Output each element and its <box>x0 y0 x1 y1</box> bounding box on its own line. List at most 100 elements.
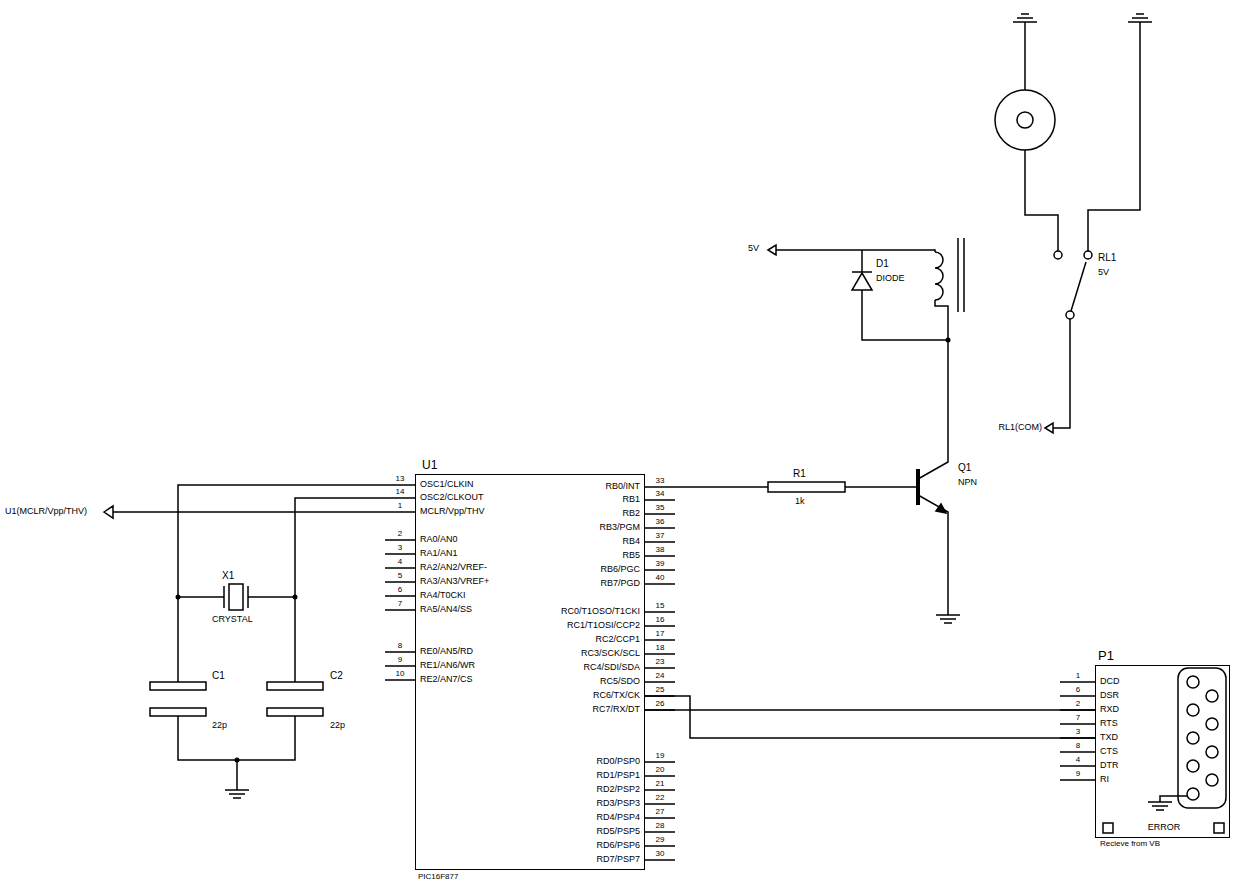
pin-name: RB0/INT <box>605 481 640 492</box>
pin-name: RB6/PGC <box>600 564 640 575</box>
collector-wire <box>918 340 948 479</box>
pin-number: 6 <box>398 585 402 595</box>
capacitor-plate <box>150 682 206 690</box>
db9-pin <box>1206 774 1218 786</box>
pin-number: 35 <box>656 503 665 513</box>
indicator-square <box>1103 823 1113 833</box>
pin-name: CTS <box>1100 746 1118 757</box>
db9-pin <box>1187 732 1199 744</box>
ground-symbol <box>225 790 249 798</box>
pin-name: DCD <box>1100 676 1120 687</box>
pin-name: RC7/RX/DT <box>592 704 640 715</box>
part-value: DIODE <box>876 273 905 284</box>
pin-name: RE1/AN6/WR <box>420 660 475 671</box>
pin-number: 16 <box>656 615 665 625</box>
db9-pins <box>1187 676 1218 800</box>
transistor-base <box>916 469 920 505</box>
pin-number: 18 <box>656 643 665 653</box>
pin-number: 39 <box>656 559 665 569</box>
ground-symbol <box>1148 802 1172 810</box>
ground-symbol <box>1013 14 1037 22</box>
relay-switch-arm <box>1071 262 1086 311</box>
ground-symbol <box>1128 14 1152 22</box>
relay-contact <box>1066 311 1074 319</box>
pin-number: 5 <box>398 571 402 581</box>
pin-name: RC0/T1OSO/T1CKI <box>561 606 640 617</box>
pin-name: RA1/AN1 <box>420 548 458 559</box>
pin-number: 4 <box>1076 755 1080 765</box>
pin-name: RA3/AN3/VREF+ <box>420 576 489 587</box>
signal-wire <box>645 696 1095 738</box>
pin-name: RB7/PGD <box>600 578 640 589</box>
db9-pin <box>1187 704 1199 716</box>
pin-name: RI <box>1100 774 1109 785</box>
resistor-symbol <box>768 482 845 492</box>
pin-number: 20 <box>656 765 665 775</box>
pin-name: RE0/AN5/RD <box>420 646 473 657</box>
ground-symbol <box>936 615 960 623</box>
pin-number: 30 <box>656 849 665 859</box>
pin-name: RB5 <box>622 550 640 561</box>
db9-pin <box>1187 760 1199 772</box>
terminal-flag <box>1045 423 1053 433</box>
pin-number: 17 <box>656 629 665 639</box>
pin-number: 34 <box>656 489 665 499</box>
contact-wire <box>1088 22 1140 251</box>
pin-name: RA0/AN0 <box>420 534 458 545</box>
db9-pin <box>1206 746 1218 758</box>
pin-number: 4 <box>398 557 402 567</box>
part-caption: Recieve from VB <box>1100 839 1160 848</box>
pin-name: RA4/T0CKI <box>420 590 466 601</box>
pin-number: 7 <box>398 599 402 609</box>
motor-symbol <box>1017 112 1033 128</box>
relay-contact <box>1084 251 1092 259</box>
serial-connector: P1Recieve from VB <box>1095 665 1230 838</box>
pin-number: 1 <box>1076 671 1080 681</box>
pin-name: RD3/PSP3 <box>596 798 640 809</box>
relay-core <box>958 238 964 312</box>
terminal-label: 5V <box>748 243 759 254</box>
part-caption: PIC16F877 <box>418 872 458 881</box>
part-label: C2 <box>330 670 343 682</box>
capacitor-plate <box>150 708 206 716</box>
pin-number: 36 <box>656 517 665 527</box>
part-value: NPN <box>958 477 977 488</box>
pin-number: 2 <box>1076 699 1080 709</box>
part-label: RL1 <box>1098 252 1116 264</box>
crystal-plate <box>224 586 248 608</box>
part-designator: U1 <box>422 458 437 472</box>
motor-symbol <box>995 90 1055 150</box>
part-label: R1 <box>793 468 806 480</box>
pin-name: RD1/PSP1 <box>596 770 640 781</box>
pin-name: MCLR/Vpp/THV <box>420 506 485 517</box>
pin-number: 15 <box>656 601 665 611</box>
junction-dot <box>293 595 298 600</box>
pin-name: RTS <box>1100 718 1118 729</box>
pin-name: RC6/TX/CK <box>593 690 640 701</box>
pin-number: 13 <box>396 474 405 484</box>
part-designator: P1 <box>1098 648 1114 663</box>
pin-name: RB4 <box>622 536 640 547</box>
pin-name: RD6/PSP6 <box>596 840 640 851</box>
pin-number: 22 <box>656 793 665 803</box>
pin-number: 9 <box>398 655 402 665</box>
junctions <box>176 338 951 763</box>
pin-number: 1 <box>398 501 402 511</box>
supply-wire <box>776 250 935 252</box>
pin-name: RA2/AN2/VREF- <box>420 562 487 573</box>
part-value: CRYSTAL <box>212 614 253 625</box>
pin-number: 2 <box>398 529 402 539</box>
pin-number: 9 <box>1076 769 1080 779</box>
base-wire <box>675 486 916 488</box>
pin-name: RC2/CCP1 <box>595 634 640 645</box>
wiring <box>104 14 1226 833</box>
pin-number: 28 <box>656 821 665 831</box>
pin-number: 3 <box>398 543 402 553</box>
pin-name: RXD <box>1100 704 1119 715</box>
pin-number: 7 <box>1076 713 1080 723</box>
db9-pin <box>1187 676 1199 688</box>
pin-number: 25 <box>656 685 665 695</box>
pin-name: RC5/SDO <box>600 676 640 687</box>
osc-wire <box>178 485 385 682</box>
